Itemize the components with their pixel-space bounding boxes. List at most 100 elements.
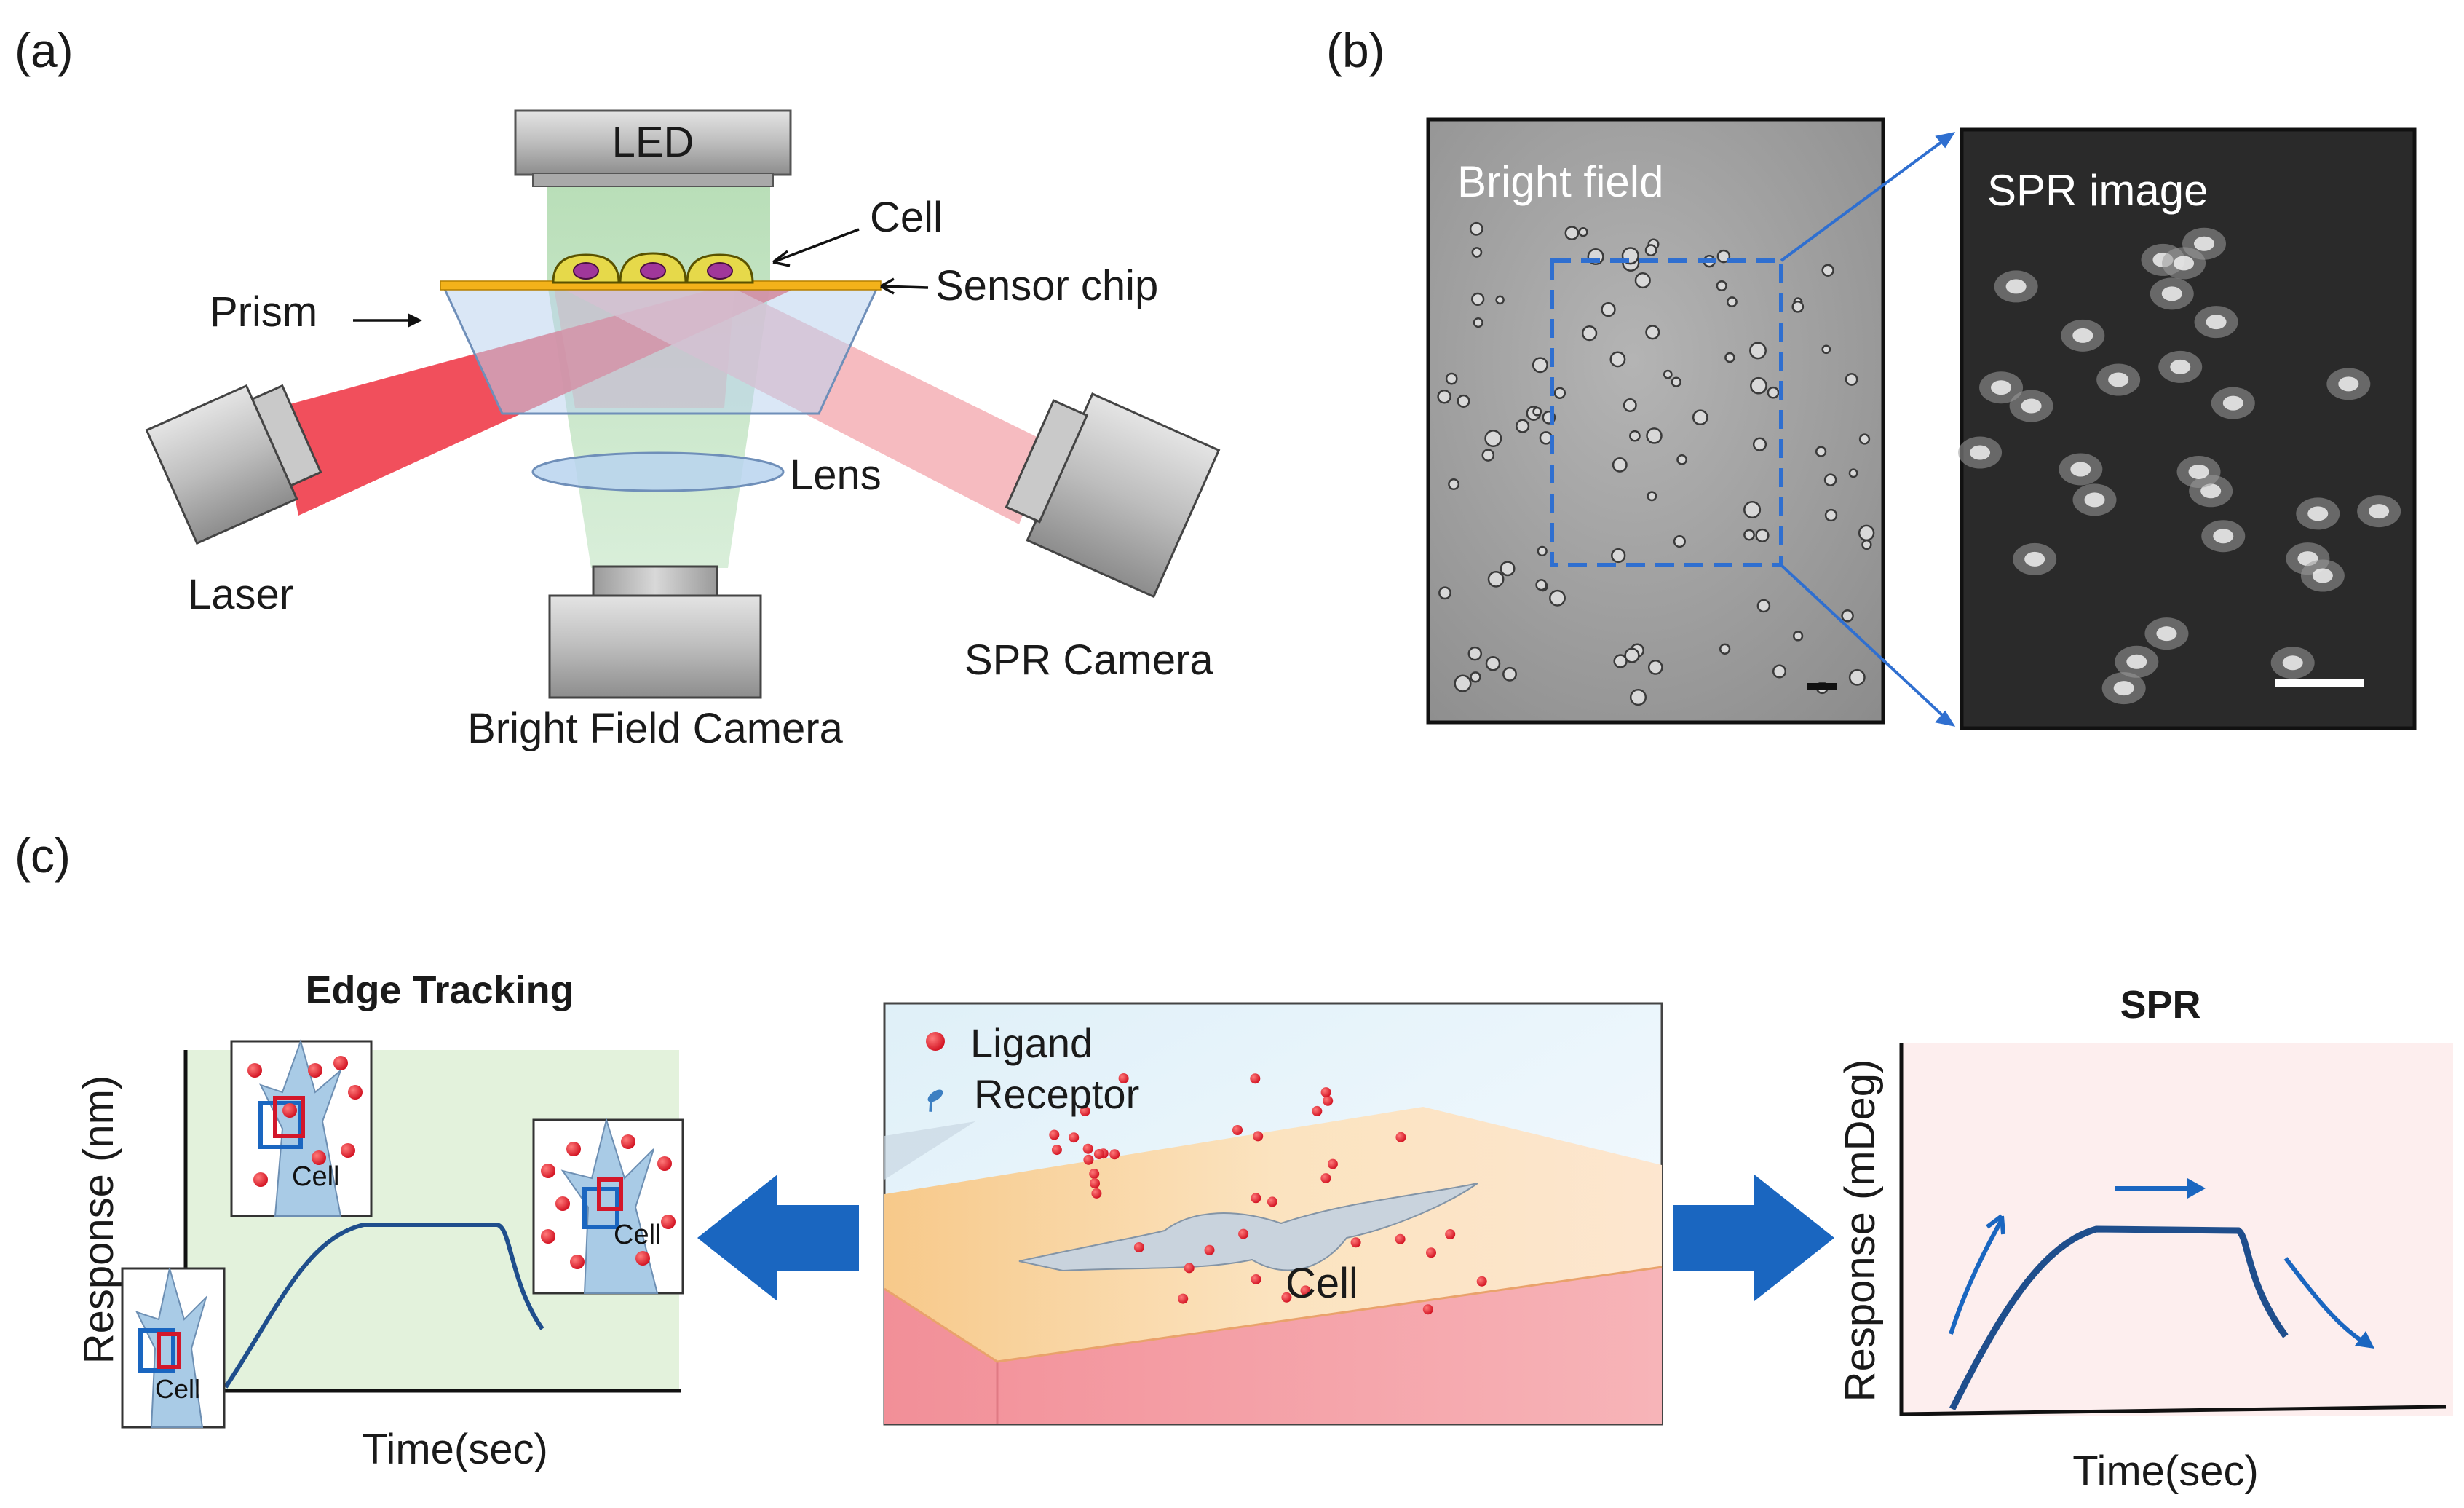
bright-field-cell [1487,571,1505,588]
bright-field-cell [1792,631,1804,642]
ligand-particle [1253,1131,1264,1142]
spr-plot: SPR Response (mDeg) Time(sec) [1837,983,2453,1495]
bright-field-cell [1719,643,1731,655]
bright-field-cell [1601,301,1616,317]
spr-cell-blob [2201,520,2246,553]
bright-field-cell [1858,433,1871,445]
bright-field-cell [1537,545,1548,557]
center-cell-label: Cell [1286,1260,1358,1307]
bright-field-cell [1471,247,1483,258]
spr-camera-label: SPR Camera [964,636,1213,684]
ligand-particle [1184,1263,1195,1274]
bright-field-cell [1613,654,1628,668]
spr-trend-arrows [1949,1178,2374,1349]
prism [442,286,879,415]
bright-field-cell [1646,427,1663,444]
spr-ylabel: Response (mDeg) [1837,1059,1884,1402]
spr-cell-blob [2176,455,2221,488]
edge-inset-top-cell: Cell [292,1161,339,1192]
edge-inset-bottom: Cell [121,1267,226,1429]
lens-label: Lens [790,451,882,499]
bright-field-cell [1749,342,1767,360]
ligand-particle [1089,1169,1100,1179]
bright-field-cell [1611,548,1626,564]
lens [531,451,785,492]
edge-inset-bottom-cell: Cell [155,1374,200,1404]
bright-field-cells [1437,221,1875,706]
bright-field-cell [1755,528,1770,542]
panel-a: (a) LED [15,23,1221,752]
bright-field-cell [1645,325,1660,340]
ligand-particle [1109,1149,1120,1160]
bright-field-cell [1848,468,1858,478]
panel-c: (c) Edge Tracking Response (nm) Time(sec… [15,829,2453,1495]
edge-inset-right-cell: Cell [614,1220,661,1250]
cell-label: Cell [870,194,943,241]
sensor-chip-label: Sensor chip [935,262,1158,309]
ligand-particle [1083,1154,1094,1165]
spr-cell-blob [2326,368,2371,400]
bright-field-cell [1823,473,1837,486]
ligand-particle [1327,1158,1338,1169]
spr-cell-blob [2144,617,2189,650]
bright-field-cell [1841,609,1854,623]
bright-field-cell [1772,664,1787,679]
ligand-particle [1281,1292,1292,1303]
center-cell-shape [1018,1183,1478,1272]
led-housing [514,109,792,176]
bright-field-camera-label: Bright Field Camera [467,705,843,752]
bright-field-cell [1549,589,1566,607]
edge-xlabel: Time(sec) [362,1426,548,1473]
roi-box [1550,258,1783,567]
bright-field-cell [1624,647,1640,663]
bright-field-cell [1644,244,1657,256]
bright-field-cell [1821,344,1831,355]
spr-xlabel: Time(sec) [2072,1448,2259,1495]
ligand-particle [1118,1073,1129,1083]
bright-field-cell [1516,419,1530,433]
bright-field-cell [1437,389,1451,404]
panel-a-tag: (a) [15,23,74,77]
ligand-particle [1069,1132,1080,1143]
bright-field-cell [1663,369,1673,379]
bright-field-scale-bar [1807,683,1837,690]
spr-cell-blob [2296,497,2340,530]
bright-field-cell [1676,454,1687,465]
spr-cell-blob [1979,371,2024,404]
ligand-particle [1267,1196,1277,1207]
bright-field-cell [1473,317,1483,328]
ligand-particle [1082,1143,1093,1154]
ligand-particle [1320,1087,1331,1098]
ligand-particle [1178,1293,1189,1304]
arrow-right [1673,1175,1834,1301]
ligand-particle [1422,1304,1433,1315]
spr-image [1960,127,2417,730]
bright-field-cell [1532,406,1542,417]
bright-field-cell [1848,668,1866,686]
panel-b: (b) Bright field SPR image [1326,23,2417,730]
ligand-particle [1049,1129,1060,1140]
bright-field-cell [1671,376,1681,387]
spr-cell-blob [2150,277,2194,310]
bright-field-cell [1634,272,1651,289]
ligand-legend-icon [926,1032,945,1051]
spr-cell-blob [2162,247,2206,280]
bright-field-cell [1791,300,1805,313]
bright-field-cell [1858,524,1875,542]
ligand-particle [1395,1132,1406,1142]
spr-cell-blob [1994,270,2038,303]
bright-field-cell [1553,387,1566,399]
bright-field-cell [1824,508,1838,522]
bright-field-cell [1469,221,1483,236]
laser-label: Laser [188,571,293,618]
spr-cell-blob [2096,363,2141,396]
bright-field-cell [1481,449,1495,462]
ligand-particle [1426,1247,1436,1258]
bright-field-cell [1578,227,1588,237]
ligand-label: Ligand [970,1020,1093,1066]
ligand-particle [1080,1106,1090,1116]
zoom-connector [1780,132,1956,727]
ligand-particle [1204,1244,1215,1255]
bright-field-image [1426,117,1885,725]
bright-field-cell [1629,430,1641,442]
